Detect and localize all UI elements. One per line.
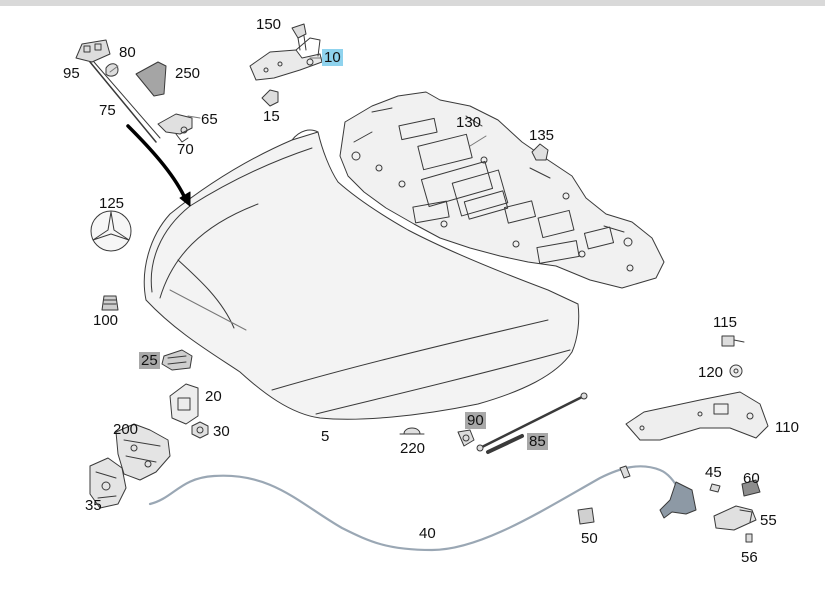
label-part-100: 100 [93,312,119,329]
screw-part-45 [709,483,721,493]
label-part-120: 120 [698,364,724,381]
hood-lock-part-200 [115,423,171,481]
gas-strut-part-85 [476,392,588,454]
bracket-part-20 [169,383,199,425]
label-part-35: 35 [85,497,102,514]
label-part-10: 10 [322,49,343,66]
clip-part-60 [741,479,761,497]
label-part-75: 75 [99,102,116,119]
three-pointed-star-emblem-icon [90,210,132,252]
hood-latch-part-35 [89,457,127,509]
label-part-150: 150 [256,16,282,33]
top-border [0,0,825,6]
label-part-85: 85 [527,433,548,450]
label-part-50: 50 [581,530,598,547]
clip-part-135 [531,143,549,161]
switch-part-50 [577,507,595,525]
label-part-95: 95 [63,65,80,82]
label-part-60: 60 [743,470,760,487]
clip-part-25 [161,349,193,371]
release-handle [659,481,697,519]
label-part-250: 250 [175,65,201,82]
bracket-part-55 [713,505,757,531]
washer-part-120 [729,364,743,378]
label-part-125: 125 [99,195,125,212]
ball-stud-part-90 [457,429,475,447]
release-cable-part-40 [148,465,682,552]
label-part-200: 200 [113,421,139,438]
label-part-56: 56 [741,549,758,566]
label-part-30: 30 [213,423,230,440]
hood-rod-assembly [75,39,193,143]
label-part-55: 55 [760,512,777,529]
label-part-135: 135 [529,127,555,144]
label-part-5: 5 [321,428,330,445]
bolt-part-115 [721,335,745,347]
direction-arrow [126,124,191,207]
label-part-90: 90 [465,412,486,429]
leader-lines [109,57,487,331]
label-part-220: 220 [400,440,426,457]
label-part-115: 115 [713,314,737,331]
rubber-pad-part-220 [399,427,425,435]
label-part-45: 45 [705,464,722,481]
rubber-bumper-part-100 [101,295,119,311]
label-part-110: 110 [775,419,799,436]
label-part-65: 65 [201,111,218,128]
label-part-15: 15 [263,108,280,125]
insulation-mat-part-130 [339,91,665,289]
label-part-80: 80 [119,44,136,61]
screw-part-56 [745,533,753,543]
label-part-130: 130 [456,114,482,131]
nut-part-30 [191,421,209,439]
support-bracket-part-110 [625,391,769,441]
label-part-20: 20 [205,388,222,405]
hood-hinge-assembly [249,23,323,107]
label-part-25: 25 [139,352,160,369]
label-part-70: 70 [177,141,194,158]
label-part-40: 40 [419,525,436,542]
